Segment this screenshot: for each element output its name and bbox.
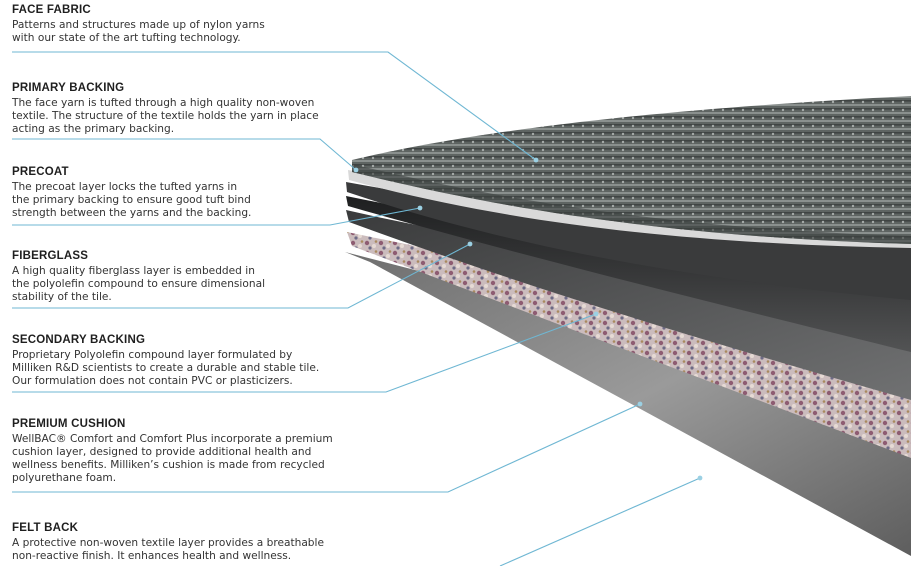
precoat-label: PRECOAT The precoat layer locks the tuft…: [12, 166, 442, 220]
layer-title: FACE FABRIC: [12, 4, 91, 16]
layer-title: PRIMARY BACKING: [12, 82, 125, 94]
fiberglass-label: FIBERGLASS A high quality fiberglass lay…: [12, 250, 442, 304]
layer-desc-line: Patterns and structures made up of nylon…: [12, 19, 265, 31]
premium-cushion-label: PREMIUM CUSHION WellBAC® Comfort and Com…: [12, 418, 442, 485]
layer-desc-line: Milliken R&D scientists to create a dura…: [12, 362, 320, 374]
primary-backing-label: PRIMARY BACKING The face yarn is tufted …: [12, 82, 442, 136]
felt-back-label: FELT BACK A protective non-woven textile…: [12, 522, 442, 563]
layer-desc-line: textile. The structure of the textile ho…: [12, 110, 319, 122]
face-fabric-label: FACE FABRIC Patterns and structures made…: [12, 4, 442, 45]
layer-desc-line: A high quality fiberglass layer is embed…: [12, 265, 255, 277]
layer-desc-line: cushion layer, designed to provide addit…: [12, 446, 312, 458]
layer-title: SECONDARY BACKING: [12, 334, 146, 346]
layer-title: PRECOAT: [12, 166, 69, 178]
leader-line-precoat: [12, 207, 421, 226]
layer-desc-line: The precoat layer locks the tufted yarns…: [12, 181, 238, 193]
layer-title: FELT BACK: [12, 522, 79, 534]
layer-desc-line: Our formulation does not contain PVC or …: [12, 375, 293, 387]
layer-desc-line: acting as the primary backing.: [12, 123, 175, 135]
leader-line-primary-backing: [12, 138, 357, 171]
fiberglass-layer: [346, 196, 911, 352]
layer-desc-line: wellness benefits. Milliken’s cushion is…: [12, 459, 325, 471]
leader-line-secondary-backing: [12, 313, 597, 393]
secondary-backing-label: SECONDARY BACKING Proprietary Polyolefin…: [12, 334, 442, 388]
layer-desc-line: WellBAC® Comfort and Comfort Plus incorp…: [12, 433, 333, 445]
premium-cushion-layer: [347, 232, 911, 458]
face-fabric-layer: [352, 96, 911, 244]
leader-line-face-fabric: [12, 51, 537, 161]
leader-lines: [12, 51, 703, 566]
layer-desc-line: the polyolefin compound to ensure dimens…: [12, 278, 266, 290]
layer-desc-line: A protective non-woven textile layer pro…: [12, 537, 324, 549]
leader-line-premium-cushion: [12, 403, 641, 493]
layer-desc-line: strength between the yarns and the backi…: [12, 207, 252, 219]
layer-desc-line: polyurethane foam.: [12, 472, 117, 484]
layer-desc-line: with our state of the art tufting techno…: [12, 32, 241, 44]
layer-desc-line: the primary backing to ensure good tuft …: [12, 194, 251, 206]
layer-desc-line: non-reactive finish. It enhances health …: [12, 550, 292, 562]
leader-line-felt-back: [499, 477, 701, 566]
secondary-backing-layer: [346, 210, 911, 400]
precoat-layer: [346, 182, 911, 300]
layer-desc-line: stability of the tile.: [12, 291, 112, 303]
layer-desc-line: The face yarn is tufted through a high q…: [12, 97, 315, 109]
face-fabric-edge: [352, 164, 911, 244]
layer-title: FIBERGLASS: [12, 250, 89, 262]
leader-line-fiberglass: [12, 243, 471, 309]
layer-desc-line: Proprietary Polyolefin compound layer fo…: [12, 349, 293, 361]
layer-title: PREMIUM CUSHION: [12, 418, 126, 430]
